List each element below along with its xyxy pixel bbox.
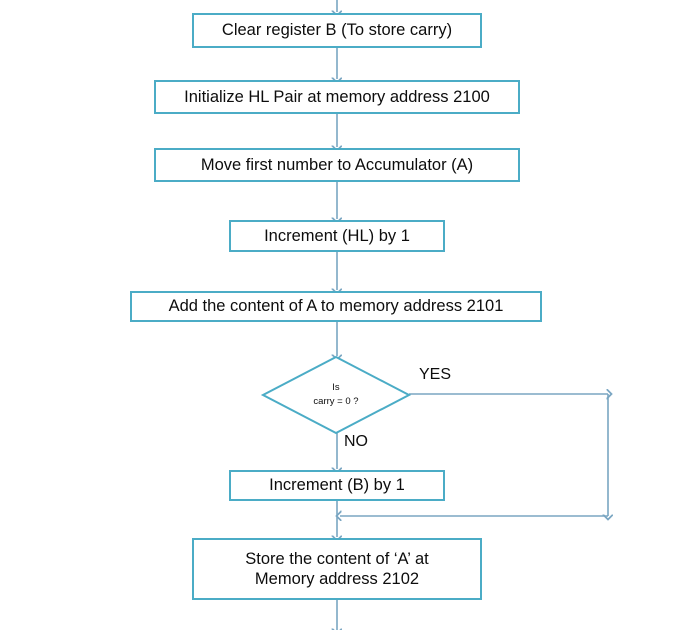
node-initialize-hl-pair[interactable]: Initialize HL Pair at memory address 210… — [154, 80, 520, 114]
node-initialize-hl-pair-label: Initialize HL Pair at memory address 210… — [184, 87, 490, 106]
node-move-first-number[interactable]: Move first number to Accumulator (A) — [154, 148, 520, 182]
node-increment-hl[interactable]: Increment (HL) by 1 — [229, 220, 445, 252]
node-store-content-of-a-label: Store the content of ‘A’ at Memory addre… — [245, 549, 429, 588]
node-increment-b[interactable]: Increment (B) by 1 — [229, 470, 445, 501]
branch-label-no: NO — [344, 433, 368, 450]
node-add-content-of-a[interactable]: Add the content of A to memory address 2… — [130, 291, 542, 322]
node-increment-hl-label: Increment (HL) by 1 — [264, 226, 410, 245]
node-increment-b-label: Increment (B) by 1 — [269, 476, 405, 495]
node-add-content-of-a-label: Add the content of A to memory address 2… — [168, 297, 504, 316]
node-carry-check-decision-label: Is carry = 0 ? — [313, 382, 359, 407]
branch-label-yes: YES — [419, 366, 452, 383]
node-carry-check-decision[interactable]: Is carry = 0 ? — [263, 357, 409, 433]
node-clear-register-b-label: Clear register B (To store carry) — [221, 21, 453, 40]
node-move-first-number-label: Move first number to Accumulator (A) — [200, 155, 474, 174]
node-clear-register-b[interactable]: Clear register B (To store carry) — [192, 13, 482, 48]
node-store-content-of-a[interactable]: Store the content of ‘A’ at Memory addre… — [192, 538, 482, 600]
